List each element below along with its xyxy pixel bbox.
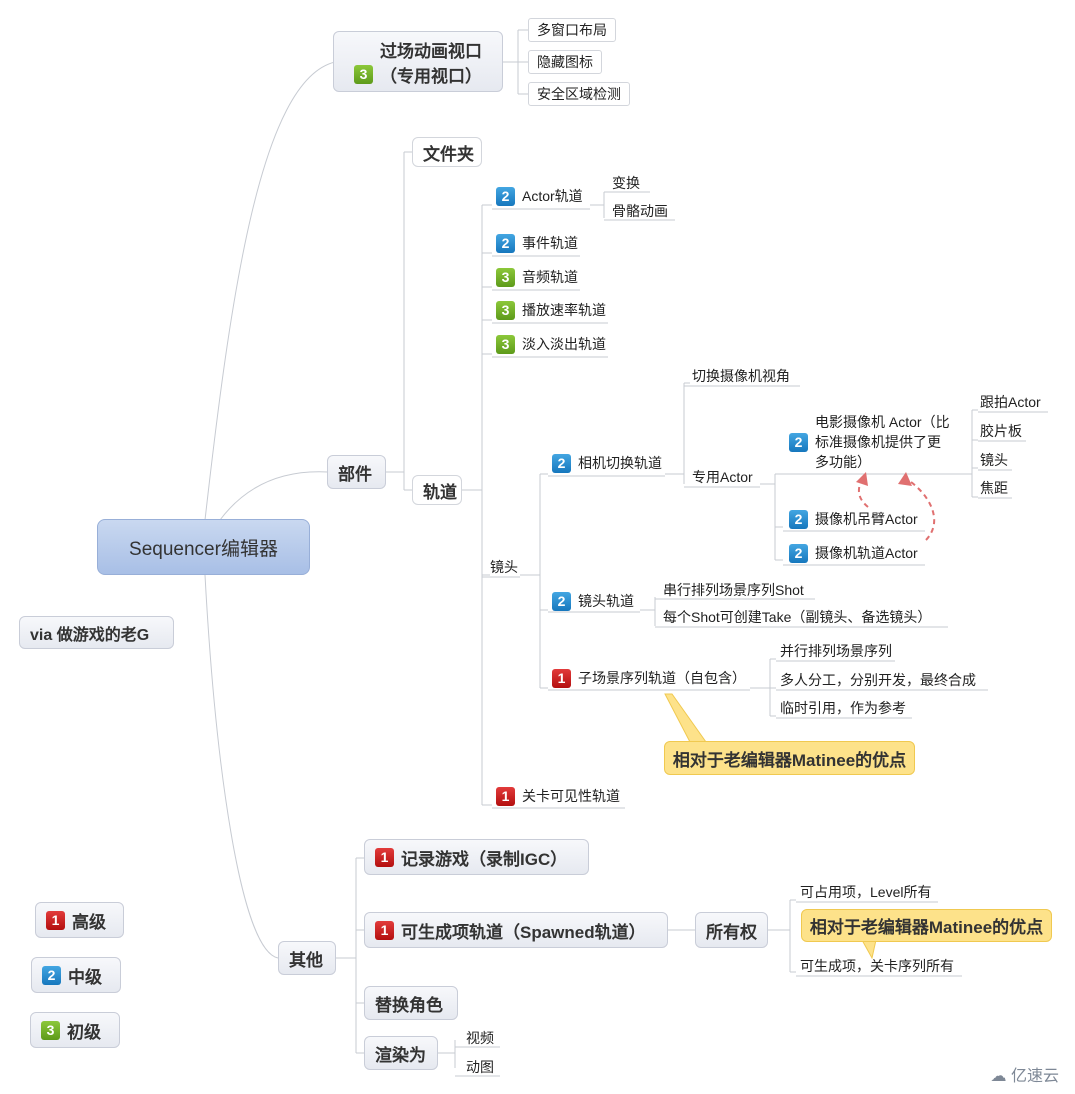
actor-track[interactable]: 2 Actor轨道 [492, 184, 587, 208]
beginner-badge: 3 [354, 64, 373, 84]
ownership-node[interactable]: 所有权 [695, 912, 768, 948]
subsequence-item[interactable]: 并行排列场景序列 [780, 643, 892, 659]
cine-camera-node[interactable]: 2 电影摄像机 Actor（比 标准摄像机提供了更 多功能） [785, 412, 954, 472]
beginner-badge: 3 [496, 334, 515, 354]
watermark-text: 亿速云 [1010, 1068, 1059, 1085]
render-item[interactable]: 动图 [466, 1059, 494, 1075]
fade-track[interactable]: 3 淡入淡出轨道 [492, 332, 610, 356]
matinee-advantage-callout: 相对于老编辑器Matinee的优点 [801, 909, 1052, 942]
cine-item[interactable]: 镜头 [980, 452, 1008, 468]
viewport-title: 过场动画视口 [380, 41, 482, 61]
intermediate-badge: 2 [42, 965, 61, 985]
render-item[interactable]: 视频 [466, 1030, 494, 1046]
advanced-badge: 1 [375, 920, 394, 940]
rail-label: 摄像机轨道Actor [815, 545, 918, 561]
shot-track[interactable]: 2 镜头轨道 [548, 589, 638, 613]
subsequence-item[interactable]: 临时引用，作为参考 [780, 700, 906, 716]
advanced-badge: 1 [496, 786, 515, 806]
dedicated-actor-node[interactable]: 专用Actor [692, 469, 753, 485]
viewport-subtitle: （专用视口） [380, 66, 482, 86]
legend-intermediate: 2 中级 [31, 957, 121, 993]
viewport-item[interactable]: 多窗口布局 [528, 18, 616, 42]
switch-view-item[interactable]: 切换摄像机视角 [692, 368, 790, 384]
viewport-item[interactable]: 隐藏图标 [528, 50, 602, 74]
legend-label: 初级 [67, 1022, 101, 1042]
legend-label: 高级 [72, 912, 106, 932]
folder-node[interactable]: 文件夹 [412, 137, 482, 167]
subsequence-track[interactable]: 1 子场景序列轨道（自包含） [548, 666, 750, 690]
intermediate-badge: 2 [496, 233, 515, 253]
matinee-advantage-callout: 相对于老编辑器Matinee的优点 [664, 741, 915, 775]
advanced-badge: 1 [375, 847, 394, 867]
others-node[interactable]: 其他 [278, 941, 336, 975]
legend-label: 中级 [68, 967, 102, 987]
intermediate-badge: 2 [552, 591, 571, 611]
credit-label: via 做游戏的老G [19, 616, 174, 649]
callout-pointer [664, 693, 707, 743]
viewport-item[interactable]: 安全区域检测 [528, 82, 630, 106]
cine-item[interactable]: 跟拍Actor [980, 394, 1041, 410]
spawnable-label: 可生成项轨道（Spawned轨道） [401, 922, 646, 942]
components-node[interactable]: 部件 [327, 455, 386, 489]
intermediate-badge: 2 [552, 453, 571, 473]
actor-track-label: Actor轨道 [522, 188, 583, 204]
rate-track[interactable]: 3 播放速率轨道 [492, 298, 610, 322]
legend-beginner: 3 初级 [30, 1012, 120, 1048]
intermediate-badge: 2 [789, 543, 808, 563]
fade-track-label: 淡入淡出轨道 [522, 336, 606, 352]
camera-cut-label: 相机切换轨道 [578, 455, 662, 471]
advanced-badge: 1 [46, 910, 65, 930]
camera-cut-track[interactable]: 2 相机切换轨道 [548, 451, 666, 475]
spawnable-node[interactable]: 1 可生成项轨道（Spawned轨道） [364, 912, 668, 948]
rate-track-label: 播放速率轨道 [522, 302, 606, 318]
rail-node[interactable]: 2 摄像机轨道Actor [785, 541, 922, 565]
shot-track-label: 镜头轨道 [578, 593, 634, 609]
event-track-label: 事件轨道 [522, 235, 578, 251]
cine-item[interactable]: 胶片板 [980, 423, 1022, 439]
crane-label: 摄像机吊臂Actor [815, 511, 918, 527]
record-node[interactable]: 1 记录游戏（录制IGC） [364, 839, 589, 875]
subsequence-label: 子场景序列轨道（自包含） [578, 670, 746, 686]
root-node[interactable]: Sequencer编辑器 [97, 519, 310, 575]
intermediate-badge: 2 [789, 432, 808, 452]
cine-camera-label: 电影摄像机 Actor（比 标准摄像机提供了更 多功能） [815, 414, 950, 470]
intermediate-badge: 2 [496, 186, 515, 206]
advanced-badge: 1 [552, 668, 571, 688]
cine-item[interactable]: 焦距 [980, 480, 1008, 496]
shot-node[interactable]: 镜头 [490, 559, 518, 575]
level-visibility-track[interactable]: 1 关卡可见性轨道 [492, 784, 624, 808]
beginner-badge: 3 [41, 1020, 60, 1040]
level-visibility-label: 关卡可见性轨道 [522, 788, 620, 804]
ownership-item[interactable]: 可占用项，Level所有 [800, 884, 932, 900]
shot-track-item[interactable]: 每个Shot可创建Take（副镜头、备选镜头） [663, 609, 932, 625]
render-node[interactable]: 渲染为 [364, 1036, 438, 1070]
beginner-badge: 3 [496, 300, 515, 320]
cloud-logo-icon: ☁ [990, 1068, 1011, 1085]
crane-node[interactable]: 2 摄像机吊臂Actor [785, 507, 922, 531]
intermediate-badge: 2 [789, 509, 808, 529]
audio-track-label: 音频轨道 [522, 269, 578, 285]
legend-advanced: 1 高级 [35, 902, 124, 938]
skeletal-item[interactable]: 骨骼动画 [612, 203, 668, 219]
viewport-node[interactable]: 过场动画视口 3 （专用视口） [333, 31, 503, 92]
beginner-badge: 3 [496, 267, 515, 287]
watermark: ☁ 亿速云 [991, 1062, 1059, 1086]
ownership-item[interactable]: 可生成项，关卡序列所有 [800, 958, 954, 974]
event-track[interactable]: 2 事件轨道 [492, 231, 582, 255]
replace-node[interactable]: 替换角色 [364, 986, 458, 1020]
audio-track[interactable]: 3 音频轨道 [492, 265, 582, 289]
subsequence-item[interactable]: 多人分工，分别开发，最终合成 [780, 672, 976, 688]
shot-track-item[interactable]: 串行排列场景序列Shot [663, 582, 804, 598]
record-label: 记录游戏（录制IGC） [401, 849, 568, 869]
tracks-node[interactable]: 轨道 [412, 475, 462, 505]
transform-item[interactable]: 变换 [612, 175, 640, 191]
